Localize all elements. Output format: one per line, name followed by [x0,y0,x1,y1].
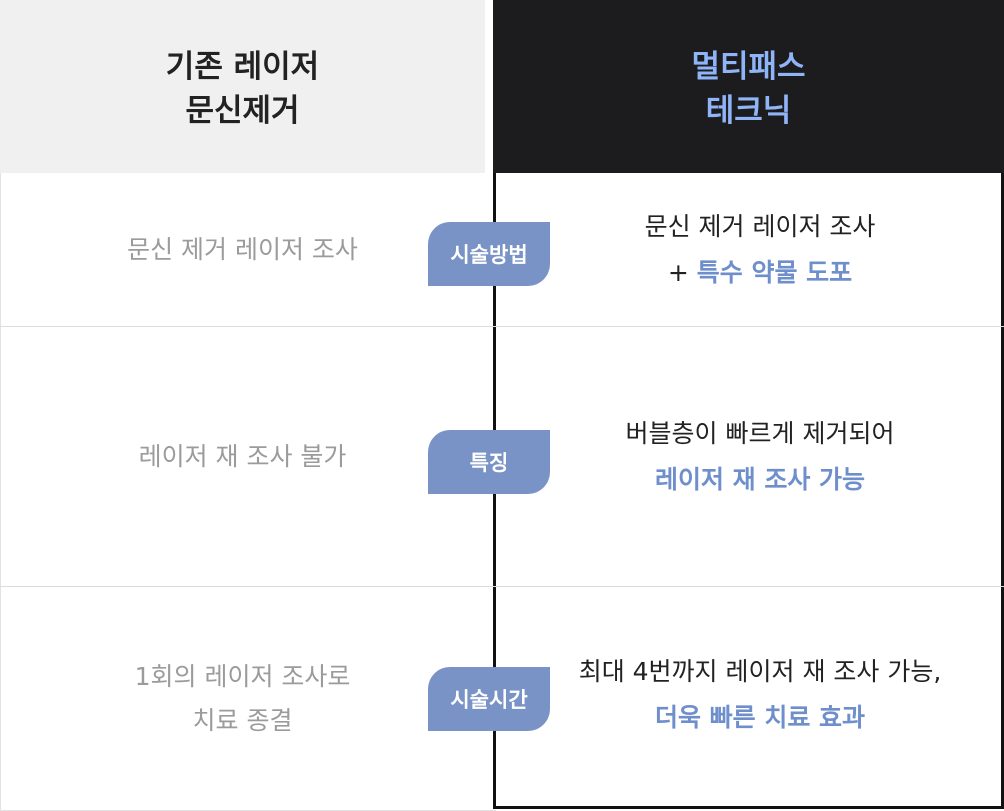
right-cell-line: 버블층이 빠르게 제거되어 [625,418,895,448]
left-cell-line: 치료 종결 [192,705,293,735]
right-cell-highlight: 더욱 빠른 치료 효과 [654,703,866,732]
right-cell-feature: 버블층이 빠르게 제거되어 레이저 재 조사 가능 [520,327,1000,586]
row-divider [0,326,1004,327]
right-column-header: 멀티패스 테크닉 [493,0,1004,173]
right-title-line2: 테크닉 [705,92,792,129]
left-title-line1: 기존 레이저 [165,48,320,85]
right-cell-line: + 특수 약물 도포 [645,250,876,296]
row-divider [0,586,1004,587]
right-cell-prefix: + [667,257,697,287]
left-title-line2: 문신제거 [185,92,300,129]
left-cell-line: 1회의 레이저 조사로 [134,661,351,691]
left-column-title: 기존 레이저 문신제거 [166,45,319,133]
right-title-line1: 멀티패스 [691,48,806,85]
right-cell-line: 레이저 재 조사 가능 [626,457,895,503]
right-cell-time: 최대 4번까지 레이저 재 조사 가능, 더욱 빠른 치료 효과 [520,587,1000,803]
left-cell-time: 1회의 레이저 조사로 치료 종결 [0,587,485,810]
left-cell-line: 문신 제거 레이저 조사 [127,234,358,264]
left-cell-method: 문신 제거 레이저 조사 [0,173,485,326]
outer-left-border [0,0,1,811]
right-cell-line: 최대 4번까지 레이저 재 조사 가능, [578,657,942,686]
left-cell-feature: 레이저 재 조사 불가 [0,327,485,586]
badge-feature: 특징 [428,430,550,494]
badge-method: 시술방법 [428,222,550,286]
left-cell-line: 레이저 재 조사 불가 [138,441,347,471]
right-cell-highlight: 특수 약물 도포 [696,257,853,287]
right-cell-line: 문신 제거 레이저 조사 [644,211,876,241]
right-cell-method: 문신 제거 레이저 조사 + 특수 약물 도포 [520,173,1000,326]
badge-time: 시술시간 [428,667,550,731]
left-column-header: 기존 레이저 문신제거 [0,0,485,173]
right-cell-line: 더욱 빠른 치료 효과 [579,695,942,741]
right-cell-highlight: 레이저 재 조사 가능 [654,464,866,494]
right-column-title: 멀티패스 테크닉 [691,45,805,133]
